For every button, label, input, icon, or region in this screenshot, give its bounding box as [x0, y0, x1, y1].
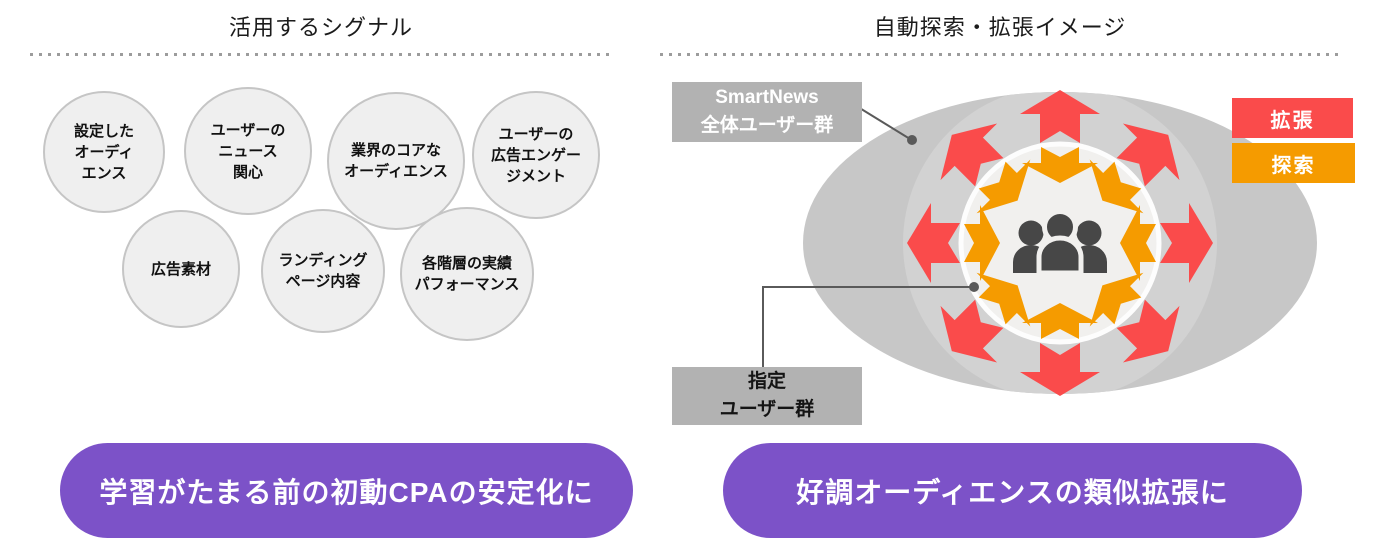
right-panel-title: 自動探索・拡張イメージ — [873, 15, 1127, 40]
connector-dot — [969, 282, 979, 292]
signal-circle-industry-core-audience: 業界のコアな オーディエンス — [327, 92, 465, 230]
left-panel-divider — [30, 53, 612, 56]
signal-circle-landing-page: ランディング ページ内容 — [261, 209, 385, 333]
all-users-label: SmartNews 全体ユーザー群 — [672, 82, 862, 142]
left-panel-title: 活用するシグナル — [228, 15, 413, 40]
exploration-badge: 探索 — [1232, 143, 1355, 183]
right-banner: 好調オーディエンスの類似拡張に — [723, 443, 1302, 538]
users-icon — [1013, 209, 1107, 276]
signal-circle-ad-engagement: ユーザーの 広告エンゲー ジメント — [472, 91, 600, 219]
signal-circle-news-interest: ユーザーの ニュース 関心 — [184, 87, 312, 215]
callout-connectors — [762, 106, 972, 367]
signal-circle-ad-creative: 広告素材 — [122, 210, 240, 328]
specified-users-label: 指定 ユーザー群 — [672, 367, 862, 425]
left-banner: 学習がたまる前の初動CPAの安定化に — [60, 443, 633, 538]
connector-dot — [907, 135, 917, 145]
signal-circle-tier-performance: 各階層の実績 パフォーマンス — [400, 207, 534, 341]
expansion-badge: 拡張 — [1232, 98, 1353, 138]
right-panel-divider — [660, 53, 1340, 56]
signal-circle-configured-audience: 設定した オーディ エンス — [43, 91, 165, 213]
